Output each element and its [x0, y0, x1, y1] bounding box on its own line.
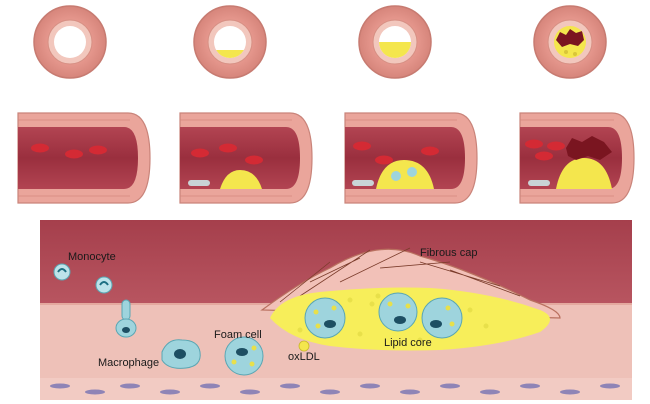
- lipid-deposit: [379, 42, 411, 58]
- red-blood-cell: [31, 143, 49, 153]
- monocyte: [95, 276, 113, 294]
- cross-section-stage-4: [533, 5, 607, 79]
- red-blood-cell: [89, 145, 107, 155]
- thrombus: [566, 136, 612, 160]
- longitudinal-stage-3: [344, 112, 478, 204]
- thrombus: [556, 29, 584, 47]
- foam-cell: [224, 336, 264, 376]
- cross-section-stage-3: [358, 5, 432, 79]
- macrophage: [161, 339, 201, 369]
- lipid-deposit: [214, 50, 246, 58]
- red-blood-cell: [525, 139, 543, 149]
- foam-cell: [421, 297, 463, 339]
- longitudinal-stage-2: [179, 112, 313, 204]
- red-blood-cell: [421, 146, 439, 156]
- plaque: [376, 160, 434, 189]
- cross-section-stage-1: [33, 5, 107, 79]
- red-blood-cell: [547, 141, 565, 151]
- label-fibrous-cap: Fibrous cap: [420, 247, 477, 259]
- red-blood-cell: [375, 155, 393, 165]
- label-foam-cell: Foam cell: [214, 329, 262, 341]
- label-macrophage: Macrophage: [98, 357, 159, 369]
- longitudinal-stage-1: [17, 112, 151, 204]
- label-monocyte: Monocyte: [68, 251, 116, 263]
- plaque-detail-panel: [40, 220, 632, 400]
- longitudinal-stage-4: [519, 112, 635, 204]
- oxldl-particle: [298, 340, 310, 352]
- red-blood-cell: [65, 149, 83, 159]
- monocyte: [53, 263, 71, 281]
- cross-section-stage-2: [193, 5, 267, 79]
- red-blood-cell: [191, 148, 209, 158]
- plaque: [556, 158, 612, 189]
- plaque: [220, 170, 262, 189]
- transmigrating-monocyte: [115, 299, 137, 338]
- label-lipid-core: Lipid core: [384, 337, 432, 349]
- foam-cell: [378, 292, 418, 332]
- red-blood-cell: [353, 141, 371, 151]
- red-blood-cell: [219, 143, 237, 153]
- red-blood-cell: [535, 151, 553, 161]
- label-oxldl: oxLDL: [288, 351, 320, 363]
- red-blood-cell: [245, 155, 263, 165]
- foam-cell: [304, 297, 346, 339]
